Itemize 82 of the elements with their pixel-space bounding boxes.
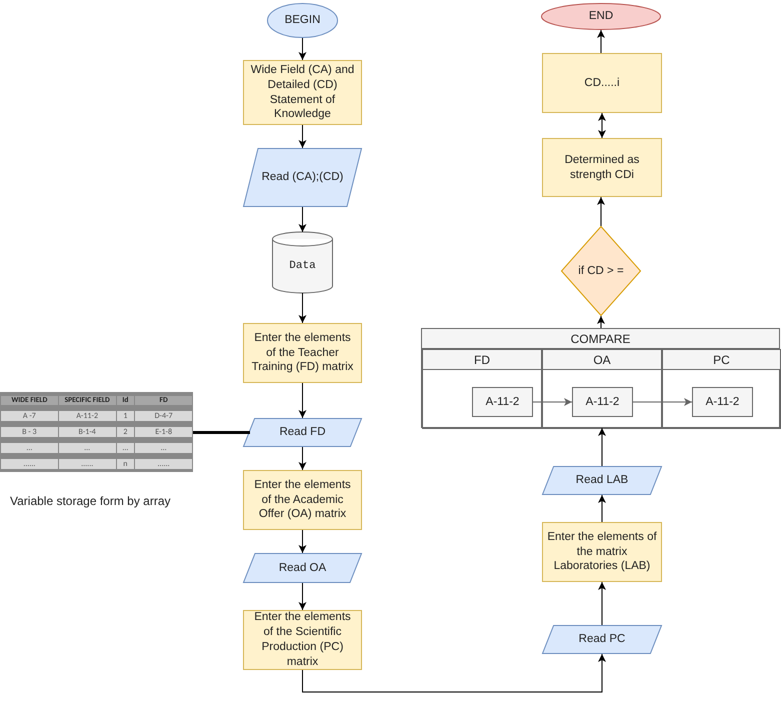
table-cell: B-1-4 [58,426,116,437]
arrow [298,446,306,470]
arrow [598,582,606,626]
input-parallelogram [542,466,662,495]
swimlane-container [421,328,780,428]
node-text: A-11-2 [584,394,620,410]
node-text: END [588,9,614,24]
table-cell: ... [135,442,192,453]
swimlane [542,349,662,429]
swimlane [662,349,781,429]
swimlane [422,349,542,429]
value-box [692,387,753,417]
arrow [632,398,692,406]
node-text: CD.....i [583,76,621,90]
table-cell: A -7 [1,411,58,422]
arrow [598,494,606,522]
node-text: if CD > = [577,264,625,278]
table-cell: 1 [116,411,134,422]
table-cell: n [116,458,134,469]
start-ellipse [267,3,338,38]
process-box [542,138,662,197]
data-table [0,392,193,472]
node-text: Read (CA);(CD) [260,170,344,185]
node-text: Data [288,259,317,274]
value-box [572,387,633,417]
node-text: Enter the elements of the Teacher Training (FD) matrix [250,330,354,376]
database-cylinder [272,232,333,293]
table-cell: E-1-8 [135,426,192,437]
arrow [298,530,306,554]
node-text: Read FD [278,425,327,440]
input-parallelogram [243,553,362,583]
lane-title: FD [423,350,541,370]
table-cell: ... [1,442,58,453]
value-box [472,387,533,417]
node-text: Read LAB [574,473,630,488]
arrow [598,428,606,466]
arrow [302,654,606,692]
process-box [542,522,662,582]
process-box [243,323,362,383]
node-text: A-11-2 [484,394,520,410]
table-cell: D-4-7 [135,411,192,422]
process-box [542,53,662,113]
input-parallelogram [243,418,362,447]
lane-title: PC [663,350,780,370]
node-text: Wide Field (CA) and Detailed (CD) Statement of Knowledge [250,62,356,122]
arrow [597,196,605,226]
arrow [298,38,306,60]
arrow [597,316,605,328]
arrow [298,582,306,610]
node-text: Enter the elements of the Academic Offer (OA) matrix [253,478,352,522]
node-text: Read PC [578,632,626,647]
arrow [298,206,306,232]
node-text: Enter the elements of the matrix Laboratories (LAB) [546,530,658,574]
arrow [298,292,306,324]
process-box [243,610,362,670]
process-box [243,470,362,530]
table-cell: ... [58,442,116,453]
table-cell: ... [116,442,134,453]
table-cell: ...... [135,458,192,469]
table-cell: 2 [116,426,134,437]
arrow [298,382,306,418]
input-parallelogram [542,625,662,654]
arrow [598,112,606,138]
node-text: BEGIN [284,13,322,28]
input-parallelogram [243,148,362,207]
container-title: COMPARE [422,329,779,349]
table-cell: B - 3 [1,426,58,437]
node-text: A-11-2 [704,394,740,410]
table-cell: ...... [58,458,116,469]
process-box [243,60,362,125]
table-cell: A-11-2 [58,411,116,422]
end-ellipse [541,3,661,30]
arrow [532,398,572,406]
node-text: Read OA [278,560,328,576]
caption-text: Variable storage form by array [10,494,171,508]
table-cell: ...... [1,458,58,469]
arrow [298,124,306,148]
lane-title: OA [543,350,661,370]
node-text: Enter the elements of the Scientific Production (PC) matrix [253,610,352,670]
node-text: Determined as strength CDi [564,152,640,182]
arrow [597,30,605,54]
decision-diamond [561,226,641,316]
